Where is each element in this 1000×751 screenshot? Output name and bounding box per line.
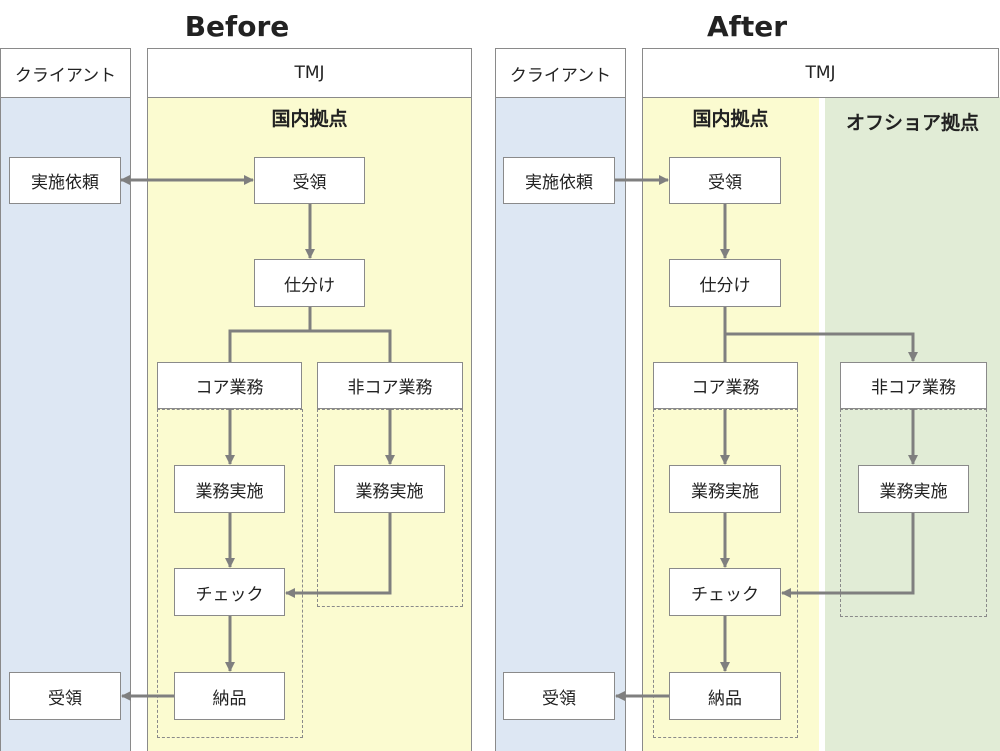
- after-check-box: チェック: [669, 568, 781, 616]
- after-client-receive-box: 受領: [503, 672, 615, 720]
- before-core-task-box: コア業務: [157, 362, 302, 409]
- before-client-header: クライアント: [0, 48, 131, 98]
- before-core-exec-box: 業務実施: [174, 465, 285, 513]
- after-client-request-box: 実施依頼: [503, 157, 615, 204]
- before-client-lane: [0, 97, 131, 751]
- before-client-receive-box: 受領: [9, 672, 121, 720]
- after-arrow-sort-noncore: [725, 332, 918, 362]
- before-tmj-header: TMJ: [147, 48, 472, 98]
- before-domestic-label: 国内拠点: [271, 108, 348, 130]
- after-client-header: クライアント: [495, 48, 626, 98]
- before-check-box: チェック: [174, 568, 285, 616]
- before-sort-box: 仕分け: [254, 259, 365, 307]
- before-noncore-exec-box: 業務実施: [334, 465, 445, 513]
- after-core-task-box: コア業務: [653, 362, 798, 409]
- after-title: After: [706, 10, 788, 43]
- before-receive-box: 受領: [254, 157, 365, 204]
- after-noncore-task-box: 非コア業務: [840, 362, 987, 409]
- after-domestic-label: 国内拠点: [692, 108, 769, 130]
- before-arrow-sort-branch: [228, 307, 312, 362]
- after-client-lane: [495, 97, 626, 751]
- after-noncore-exec-box: 業務実施: [858, 465, 969, 513]
- before-client-request-box: 実施依頼: [9, 157, 121, 204]
- after-arrow-noncore-check: [781, 513, 915, 598]
- before-noncore-task-box: 非コア業務: [317, 362, 463, 409]
- before-arrow-noncore-check: [285, 513, 392, 598]
- after-receive-box: 受領: [669, 157, 781, 204]
- after-offshore-label: オフショア拠点: [845, 112, 979, 134]
- before-deliver-box: 納品: [174, 672, 285, 720]
- after-tmj-header: TMJ: [642, 48, 999, 98]
- after-domestic-lane: [642, 97, 819, 751]
- after-sort-box: 仕分け: [669, 259, 781, 307]
- after-core-exec-box: 業務実施: [669, 465, 781, 513]
- before-title: Before: [184, 10, 290, 43]
- after-deliver-box: 納品: [669, 672, 781, 720]
- before-arrow-sort-noncore: [310, 329, 392, 362]
